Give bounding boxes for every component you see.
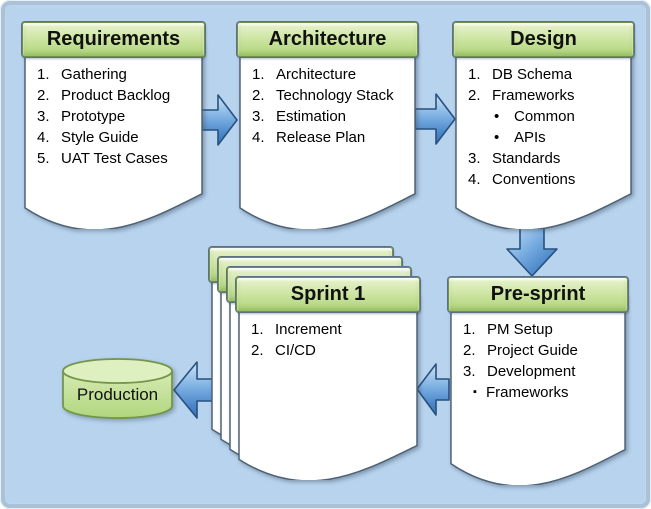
list-text: Frameworks: [486, 384, 569, 401]
list-marker: 2.: [252, 87, 265, 104]
list-item: 1. PM Setup: [463, 319, 628, 340]
list-item: 1. Increment: [251, 319, 420, 340]
doc-requirements: Requirements 1. Gathering 2. Product Backl…: [22, 22, 205, 229]
doc-sprint-title: Sprint 1: [290, 283, 366, 305]
list-item: 2. Technology Stack: [252, 85, 418, 106]
list-item: 3. Standards: [468, 148, 634, 169]
doc-sprint-list: 1. Increment 2. CI/CD: [236, 319, 420, 361]
doc-design-list: 1. DB Schema 2. Frameworks • Common • APIs 3…: [453, 64, 634, 190]
list-text: Increment: [275, 321, 342, 338]
list-item: 3. Development: [463, 361, 628, 382]
list-marker: 3.: [252, 108, 265, 125]
square-bullet-marker: ▪: [473, 386, 477, 398]
list-marker: 4.: [37, 129, 50, 146]
list-marker: 3.: [463, 363, 476, 380]
list-marker: 3.: [37, 108, 50, 125]
list-text: Standards: [492, 150, 561, 167]
list-text: Project Guide: [487, 342, 578, 359]
list-text: Frameworks: [492, 87, 575, 104]
list-text: DB Schema: [492, 66, 573, 83]
list-item: 4. Conventions: [468, 169, 634, 190]
list-text: Common: [514, 108, 575, 125]
list-text: PM Setup: [487, 321, 553, 338]
list-marker: 1.: [251, 321, 264, 338]
flow-arrow-architecture-to-design-icon: [414, 93, 456, 145]
list-marker: 1.: [252, 66, 265, 83]
list-item: 4. Style Guide: [37, 127, 205, 148]
list-item: 1. DB Schema: [468, 64, 634, 85]
list-marker: 1.: [468, 66, 481, 83]
doc-design-title: Design: [510, 28, 577, 50]
list-item: 1. Gathering: [37, 64, 205, 85]
doc-requirements-title: Requirements: [46, 28, 181, 50]
doc-architecture-header: Architecture: [237, 22, 418, 57]
list-item: 3. Estimation: [252, 106, 418, 127]
list-marker: 4.: [252, 129, 265, 146]
flow-arrow-design-to-presprint-icon: [506, 223, 558, 277]
doc-architecture-title: Architecture: [268, 28, 387, 50]
list-marker: 4.: [468, 171, 481, 188]
document-shape: [238, 295, 418, 480]
list-text: Gathering: [61, 66, 127, 83]
document-shape: [239, 40, 416, 229]
list-item: 1. Architecture: [252, 64, 418, 85]
doc-presprint-title: Pre-sprint: [490, 283, 586, 305]
list-text: Product Backlog: [61, 87, 171, 104]
list-item: 2. Frameworks: [468, 85, 634, 106]
list-marker: 5.: [37, 150, 50, 167]
document-shape: [455, 40, 632, 229]
list-marker: 1.: [37, 66, 50, 83]
list-text: CI/CD: [275, 342, 316, 359]
list-marker: 2.: [468, 87, 481, 104]
list-text: Prototype: [61, 108, 126, 125]
doc-presprint-header: Pre-sprint: [448, 277, 628, 312]
list-marker: 3.: [468, 150, 481, 167]
doc-sprint-header: Sprint 1: [236, 277, 420, 312]
list-marker: 2.: [37, 87, 50, 104]
bullet-marker: •: [494, 129, 500, 146]
list-marker: 2.: [463, 342, 476, 359]
list-item: 3. Prototype: [37, 106, 205, 127]
doc-architecture-list: 1. Architecture 2. Technology Stack 3. Esti…: [237, 64, 418, 148]
list-item: 5. UAT Test Cases: [37, 148, 205, 169]
list-item: 2. CI/CD: [251, 340, 420, 361]
production-database: Production: [61, 357, 174, 421]
document-shape: [450, 295, 626, 485]
doc-presprint-list: 1. PM Setup 2. Project Guide 3. Development…: [448, 319, 628, 403]
bullet-marker: •: [494, 108, 500, 125]
list-item: 4. Release Plan: [252, 127, 418, 148]
doc-architecture: Architecture 1.Architecture 2.Technology…: [237, 22, 418, 229]
list-text: Release Plan: [276, 129, 366, 146]
doc-design: Design 1. DB Schema 2. Frameworks • Common …: [453, 22, 634, 229]
list-text: Conventions: [492, 171, 576, 188]
document-shape: [24, 40, 203, 229]
list-text: Style Guide: [61, 129, 139, 146]
list-subitem: • APIs: [494, 127, 634, 148]
list-item: 2. Project Guide: [463, 340, 628, 361]
flow-arrow-presprint-to-sprint-icon: [416, 363, 450, 416]
list-text: Development: [487, 363, 576, 380]
list-text: APIs: [514, 129, 546, 146]
doc-sprint: Sprint 1 1. Increment 2. CI/CD: [236, 277, 420, 480]
list-subitem: ▪ Frameworks: [473, 382, 628, 403]
production-label: Production: [76, 385, 159, 404]
database-cylinder-shape: [62, 358, 173, 419]
list-item: 2. Product Backlog: [37, 85, 205, 106]
doc-requirements-list: 1. Gathering 2. Product Backlog 3. Prototyp…: [22, 64, 205, 169]
doc-design-header: Design: [453, 22, 634, 57]
list-text: Estimation: [276, 108, 347, 125]
list-marker: 1.: [463, 321, 476, 338]
doc-presprint: Pre-sprint 1. PM Setup 2. Project Guide 3.…: [448, 277, 628, 485]
list-text: Architecture: [276, 66, 357, 83]
list-text: UAT Test Cases: [61, 150, 168, 167]
list-text: Technology Stack: [276, 87, 394, 104]
doc-requirements-header: Requirements: [22, 22, 205, 57]
list-marker: 2.: [251, 342, 264, 359]
list-subitem: • Common: [494, 106, 634, 127]
